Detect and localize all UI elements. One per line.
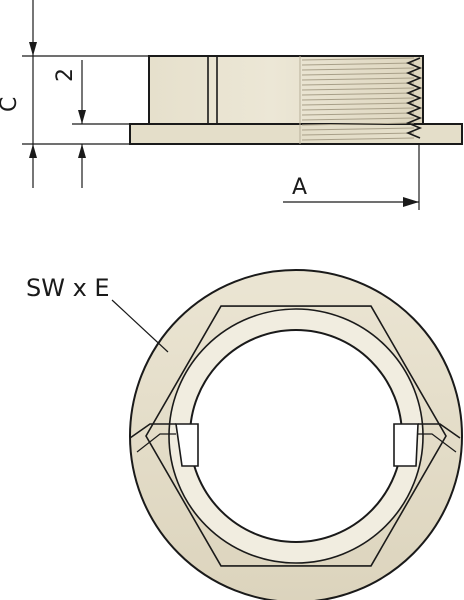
nut-slot-right — [393, 423, 461, 467]
thread-line — [301, 82, 415, 86]
thread-line — [301, 122, 415, 126]
top-view — [111, 269, 463, 600]
thread-line — [301, 77, 415, 81]
thread-line — [301, 87, 415, 91]
dimension-2-label: 2 — [53, 68, 78, 82]
dimension-c-label: C — [0, 97, 22, 112]
dimension-2 — [72, 60, 130, 188]
sw-leader-line — [111, 299, 169, 353]
nut-slot-left — [129, 423, 199, 467]
nut-bore — [189, 329, 403, 543]
thread-line — [301, 67, 415, 71]
dimension-a — [283, 144, 420, 210]
dimension-a-label: A — [292, 175, 307, 200]
nut-hex-outline — [145, 305, 447, 567]
thread-line — [301, 112, 415, 116]
dimension-c — [22, 0, 149, 188]
thread-line — [301, 117, 415, 121]
nut-body — [148, 55, 424, 125]
thread-line — [301, 97, 415, 101]
thread-line — [301, 102, 415, 106]
side-view — [22, 0, 463, 210]
thread-line — [301, 92, 415, 96]
sw-label: SW x E — [26, 274, 110, 302]
thread-line — [301, 127, 415, 131]
thread-hatch — [301, 57, 415, 141]
thread-line — [301, 57, 415, 61]
thread-line — [301, 132, 415, 136]
thread-line — [301, 137, 415, 141]
thread-line — [301, 107, 415, 111]
thread-line — [301, 72, 415, 76]
thread-line — [301, 62, 415, 66]
